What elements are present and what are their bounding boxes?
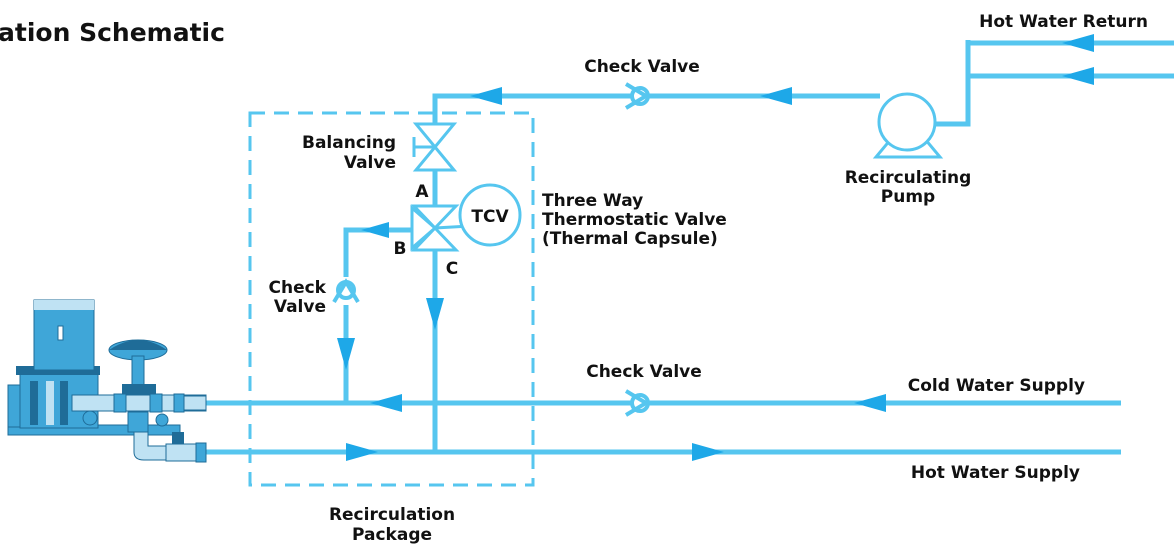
label-hot-water-supply: Hot Water Supply [911, 463, 1080, 483]
label-check-valve-left-line2: Valve [274, 297, 326, 317]
label-package-line1: Recirculation [329, 505, 455, 525]
label-port-c: C [446, 259, 458, 279]
diagram-title: ation Schematic [0, 18, 225, 47]
label-balancing-valve-line1: Balancing [302, 133, 396, 153]
label-check-valve-cold: Check Valve [586, 362, 702, 382]
recirculating-pump-icon [872, 92, 944, 159]
arrow-hw-return-upper [1062, 34, 1094, 52]
label-three-way-line2: Thermostatic Valve [542, 210, 727, 230]
label-port-b: B [394, 239, 407, 259]
arrow-hw-return-lower [1062, 67, 1094, 85]
arrow-port-c-down [426, 298, 444, 330]
arrow-cold-right [854, 394, 886, 412]
label-recirc-pump-line1: Recirculating [845, 168, 972, 188]
arrow-top-left [470, 87, 502, 105]
label-three-way-line3: (Thermal Capsule) [542, 229, 718, 249]
check-valve-left-icon [332, 278, 360, 304]
label-cold-water-supply: Cold Water Supply [908, 376, 1085, 396]
balancing-valve-icon [412, 122, 458, 172]
label-package-line2: Package [352, 525, 432, 544]
arrow-left-branch-down [337, 338, 355, 370]
check-valve-cold-icon [624, 389, 650, 417]
label-port-a: A [415, 182, 429, 202]
arrow-port-b [361, 222, 389, 238]
arrow-hot-left [346, 443, 378, 461]
label-check-valve-left-line1: Check [269, 278, 327, 298]
arrow-cold-left [370, 394, 402, 412]
top-return-pipe [432, 93, 880, 124]
label-three-way-line1: Three Way [542, 191, 643, 211]
tcv-capsule-icon [458, 183, 522, 247]
label-hot-water-return: Hot Water Return [979, 12, 1148, 32]
hw-return-riser [934, 40, 971, 127]
check-valve-top-icon [624, 82, 650, 110]
label-tcv: TCV [471, 207, 509, 227]
arrow-hot-right [692, 443, 724, 461]
tcv-port-b-pipe [343, 227, 412, 277]
water-heater-assembly [7, 299, 207, 463]
label-recirc-pump-line2: Pump [881, 187, 935, 207]
recirculation-package-boundary [248, 111, 535, 487]
label-check-valve-top: Check Valve [584, 57, 700, 77]
label-balancing-valve-line2: Valve [344, 153, 396, 173]
arrow-top-right [760, 87, 792, 105]
three-way-valve-icon [410, 204, 460, 252]
